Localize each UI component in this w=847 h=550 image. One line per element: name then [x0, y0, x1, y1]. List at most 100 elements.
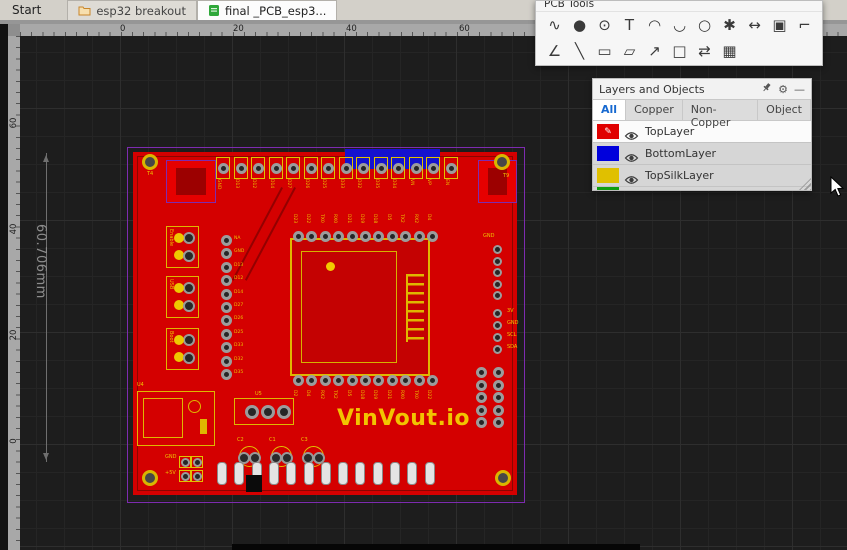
via-icon[interactable]: ⊙: [598, 16, 611, 34]
layer-color-swatch[interactable]: [597, 146, 619, 161]
power-pad[interactable]: [181, 458, 190, 467]
mounting-hole[interactable]: [495, 470, 511, 486]
layer-color-swatch[interactable]: ✎: [597, 124, 619, 139]
module-top-pad[interactable]: [319, 231, 331, 242]
left-column-pad[interactable]: [221, 328, 232, 340]
module-top-pad[interactable]: [373, 231, 385, 242]
layer-row-topsilklayer[interactable]: TopSilkLayer: [593, 165, 811, 187]
grid-icon[interactable]: ▦: [722, 42, 737, 60]
power-pad[interactable]: [193, 472, 202, 481]
u5-pad[interactable]: [245, 405, 259, 419]
module-bottom-pad[interactable]: [346, 375, 358, 386]
bottom-strip-pad[interactable]: [268, 462, 279, 485]
solid-region-icon[interactable]: □: [672, 42, 687, 60]
tab-esp32-breakout[interactable]: esp32 breakout: [67, 0, 197, 20]
top-edge-pad[interactable]: [340, 163, 352, 174]
component-enable[interactable]: Enable: [166, 226, 199, 268]
pin-icon[interactable]: [761, 82, 772, 96]
barrel-jack-u4[interactable]: [137, 391, 215, 446]
start-menu[interactable]: Start: [12, 3, 42, 17]
power-pad[interactable]: [181, 472, 190, 481]
right-block-b-pad[interactable]: [493, 367, 504, 378]
pan-icon[interactable]: ✱: [723, 16, 736, 34]
layer-row[interactable]: [593, 187, 811, 190]
left-column-pad[interactable]: [221, 315, 232, 327]
top-edge-pad[interactable]: [375, 163, 387, 174]
layers-panel-header[interactable]: Layers and Objects ⚙ —: [593, 79, 811, 99]
pcb-tools-title[interactable]: PCB Tools: [536, 1, 822, 12]
trace[interactable]: [244, 187, 296, 281]
left-column-pad[interactable]: [221, 355, 232, 367]
dashed-rect-icon[interactable]: ▭: [597, 42, 612, 60]
module-top-pad[interactable]: [346, 231, 358, 242]
bottom-strip-pad[interactable]: [286, 462, 297, 485]
image-icon[interactable]: ▣: [772, 16, 787, 34]
top-edge-pad[interactable]: [393, 163, 404, 174]
top-edge-pad[interactable]: [358, 163, 369, 174]
module-top-pad[interactable]: [306, 231, 318, 242]
visibility-eye-icon[interactable]: [624, 187, 640, 190]
right-block-a-pad[interactable]: [476, 367, 487, 378]
top-edge-pad[interactable]: [305, 163, 317, 174]
left-column-pad[interactable]: [221, 288, 232, 300]
right-top-pad[interactable]: [493, 291, 502, 300]
layers-tab-non-copper[interactable]: Non-Copper: [683, 100, 759, 129]
right-header-pad[interactable]: [493, 309, 502, 318]
top-edge-pad[interactable]: [323, 163, 334, 174]
top-edge-pad[interactable]: [235, 163, 247, 174]
module-bottom-pad[interactable]: [293, 375, 304, 386]
top-edge-pad[interactable]: [218, 163, 229, 174]
module-top-pad[interactable]: [400, 231, 412, 242]
bottom-strip-pad[interactable]: [217, 462, 227, 485]
layer-color-swatch[interactable]: [597, 168, 619, 183]
arc-icon[interactable]: ◠: [647, 16, 662, 34]
right-top-pad[interactable]: [493, 279, 502, 289]
module-top-pad[interactable]: [293, 231, 304, 242]
right-top-pad[interactable]: [493, 256, 502, 266]
right-top-pad[interactable]: [493, 268, 502, 277]
bottom-strip-pad[interactable]: [320, 462, 331, 485]
line-icon[interactable]: ╲: [574, 42, 585, 60]
arc-center-icon[interactable]: ◡: [672, 16, 687, 34]
collapse-icon[interactable]: —: [794, 82, 805, 96]
button-pad[interactable]: [174, 300, 184, 310]
module-bottom-pad[interactable]: [373, 375, 385, 386]
origin-icon[interactable]: ⌐: [798, 16, 811, 34]
layers-tab-copper[interactable]: Copper: [626, 100, 683, 120]
module-top-pad[interactable]: [413, 231, 425, 242]
track-icon[interactable]: ∿: [548, 16, 561, 34]
bottom-strip-pad[interactable]: [355, 462, 366, 485]
module-top-pad[interactable]: [333, 231, 345, 242]
pad-icon[interactable]: ●: [572, 16, 587, 34]
module-bottom-pad[interactable]: [306, 375, 318, 386]
module-top-pad[interactable]: [386, 231, 398, 242]
module-bottom-pad[interactable]: [333, 375, 345, 386]
left-column-pad[interactable]: [221, 342, 232, 354]
esp32-module[interactable]: [290, 238, 430, 376]
tab-final-pcb-esp32[interactable]: final _PCB_esp3...: [196, 0, 338, 20]
layers-tab-all[interactable]: All: [593, 100, 627, 120]
visibility-eye-icon[interactable]: [624, 148, 640, 162]
module-bottom-pad[interactable]: [427, 375, 438, 386]
gear-icon[interactable]: ⚙: [778, 82, 788, 96]
bottom-strip-pad[interactable]: [234, 462, 245, 485]
left-column-pad[interactable]: [221, 369, 232, 380]
visibility-eye-icon[interactable]: [624, 126, 640, 140]
flip-icon[interactable]: ⇄: [698, 42, 711, 60]
button-pad[interactable]: [174, 250, 184, 260]
module-bottom-pad[interactable]: [319, 375, 331, 386]
button-pad[interactable]: [174, 283, 184, 293]
layer-row-toplayer[interactable]: ✎TopLayer: [593, 121, 811, 143]
bottom-strip-pad[interactable]: [338, 462, 349, 485]
right-block-b-pad[interactable]: [493, 379, 504, 391]
polygon-icon[interactable]: ▱: [623, 42, 636, 60]
connector-t4[interactable]: [166, 160, 216, 203]
power-pad[interactable]: [193, 458, 202, 467]
mounting-hole[interactable]: [142, 470, 158, 486]
right-block-a-pad[interactable]: [476, 417, 487, 428]
u5-pad[interactable]: [261, 405, 275, 419]
bottom-strip-pad[interactable]: [407, 462, 418, 485]
button-pad[interactable]: [174, 335, 184, 345]
right-block-a-pad[interactable]: [476, 379, 487, 391]
